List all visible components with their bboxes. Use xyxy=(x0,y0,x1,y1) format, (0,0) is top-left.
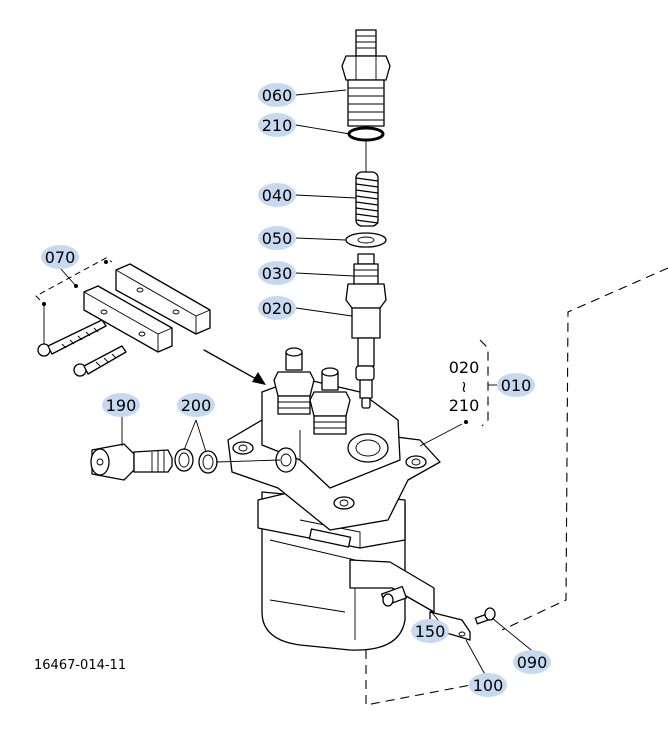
callout-bubble-190 xyxy=(102,393,140,417)
screw-090 xyxy=(474,607,496,625)
o-ring-210 xyxy=(347,126,385,142)
callout-bubble-020 xyxy=(258,296,296,320)
leader-lines xyxy=(42,89,537,681)
callout-090: 090 xyxy=(517,653,548,672)
callout-bubble-030 xyxy=(258,261,296,285)
range-separator: ≀ xyxy=(461,377,467,396)
callout-bubble-090 xyxy=(513,650,551,674)
callout-150: 150 xyxy=(415,622,446,641)
delivery-holder-left xyxy=(273,347,315,415)
washer-050 xyxy=(345,232,387,248)
callout-010: 010 xyxy=(501,376,532,395)
bolt-short xyxy=(73,345,127,377)
callout-210: 210 xyxy=(262,116,293,135)
callout-070: 070 xyxy=(45,248,76,267)
callout-labels: 060 210 040 050 030 020 070 010 190 200 … xyxy=(45,86,548,695)
range-from: 020 xyxy=(449,358,480,377)
callout-100: 100 xyxy=(473,676,504,695)
callout-bubble-010 xyxy=(497,373,535,397)
callout-030: 030 xyxy=(262,264,293,283)
callout-060: 060 xyxy=(262,86,293,105)
callout-bubble-210 xyxy=(258,113,296,137)
nozzle-holder-060 xyxy=(341,29,391,127)
delivery-holder-right xyxy=(309,367,351,435)
barrel-020 xyxy=(345,283,387,409)
injection-pump-body xyxy=(227,347,441,651)
callout-bubble-150 xyxy=(411,619,449,643)
spring-040 xyxy=(355,171,379,227)
callout-190: 190 xyxy=(106,396,137,415)
assembly-arrow xyxy=(203,349,266,385)
callout-bubble-040 xyxy=(258,183,296,207)
plunger-030 xyxy=(353,253,379,285)
drawing-number: 16467-014-11 xyxy=(34,658,126,673)
range-to: 210 xyxy=(449,396,480,415)
callout-050: 050 xyxy=(262,229,293,248)
callout-020: 020 xyxy=(262,299,293,318)
shim-assembly-070 xyxy=(35,257,211,377)
callout-040: 040 xyxy=(262,186,293,205)
callout-bubbles xyxy=(41,83,551,697)
callout-bubble-200 xyxy=(177,393,215,417)
assembly-boundary xyxy=(365,267,668,706)
callout-bubble-060 xyxy=(258,83,296,107)
washers-200 xyxy=(174,419,218,474)
callout-bubble-100 xyxy=(469,673,507,697)
callout-200: 200 xyxy=(181,396,212,415)
callout-bubble-070 xyxy=(41,245,79,269)
range-note: 020 ≀ 210 xyxy=(449,358,480,415)
bolt-long xyxy=(37,319,107,357)
callout-bubble-050 xyxy=(258,226,296,250)
banjo-bolt-190 xyxy=(90,443,173,481)
